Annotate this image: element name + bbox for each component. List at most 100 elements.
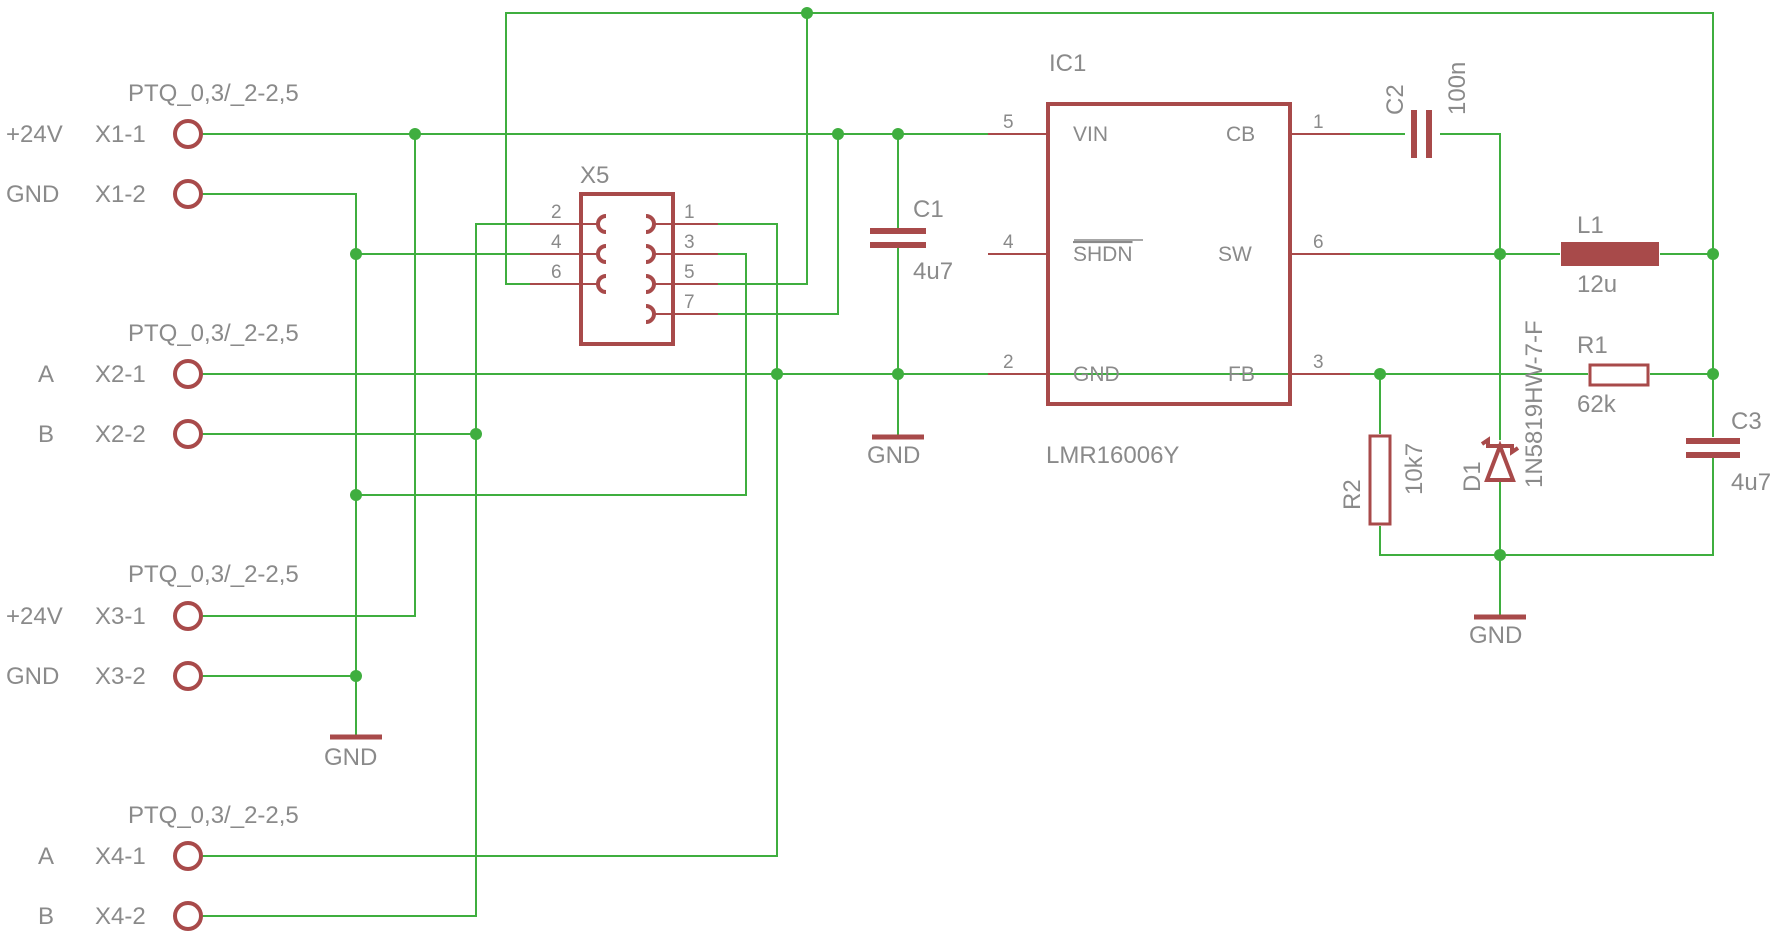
capacitor-c3[interactable]: C3 4u7 <box>1686 408 1771 496</box>
junction-dot <box>832 128 844 140</box>
junction-dot <box>1707 248 1719 260</box>
c2-name: C2 <box>1382 84 1409 115</box>
connector-labels: PTQ_0,3/_2-2,5 +24V X1-1 GND X1-2 PTQ_0,… <box>6 80 299 930</box>
d1-value: 1N5819HW-7-F <box>1521 320 1548 488</box>
resistor-r2[interactable]: R2 10k7 <box>1339 434 1428 526</box>
ic1[interactable]: IC1 5 4 2 1 6 3 VIN SHDN GND CB SW FB LM… <box>988 50 1350 469</box>
wire-c2-sw <box>1440 133 1501 254</box>
x5-pin-number: 3 <box>684 232 695 253</box>
diode-d1[interactable]: D1 1N5819HW-7-F <box>1459 320 1548 492</box>
junction-dot <box>350 670 362 682</box>
ic1-name: IC1 <box>1049 50 1086 77</box>
capacitor-c2[interactable]: C2 100n <box>1382 62 1471 158</box>
x5-body <box>579 192 675 346</box>
wire-gnd-x1 <box>202 193 357 736</box>
ic1-pin-number-gnd: 2 <box>1003 352 1014 373</box>
junction-dot <box>470 428 482 440</box>
ic1-pin-number-shdn: 4 <box>1003 232 1014 253</box>
wire-24v-to-x3 <box>202 134 416 617</box>
x5-pin-number: 7 <box>684 292 695 313</box>
x3-pin1-label: X3-1 <box>95 603 146 630</box>
l1-body <box>1561 242 1659 266</box>
gnd-symbols: GND GND GND <box>324 434 1526 771</box>
junction-dot <box>1494 248 1506 260</box>
x5-header[interactable]: X5 2 4 6 1 3 5 7 <box>530 162 718 346</box>
capacitor-c1[interactable]: C1 4u7 <box>870 196 953 285</box>
d1-triangle <box>1484 440 1516 482</box>
ic1-pin-number-cb: 1 <box>1313 112 1324 133</box>
c1-name: C1 <box>913 196 944 223</box>
ic1-pin-name-fb: FB <box>1228 363 1255 386</box>
gnd-label-c1: GND <box>867 442 920 469</box>
terminal-x3-2[interactable] <box>173 661 203 691</box>
x5-contact-arc <box>596 244 607 264</box>
r1-body <box>1588 363 1650 387</box>
x2-pin1-label: X2-1 <box>95 361 146 388</box>
c1-value: 4u7 <box>913 258 953 285</box>
terminal-x1-2[interactable] <box>173 179 203 209</box>
x1-pin2-label: X1-2 <box>95 181 146 208</box>
terminal-x4-1[interactable] <box>173 841 203 871</box>
ic1-pin-number-sw: 6 <box>1313 232 1324 253</box>
r2-name: R2 <box>1339 479 1366 510</box>
ic1-pin-name-cb: CB <box>1226 123 1255 146</box>
junction-dot <box>1494 549 1506 561</box>
x3-pin2-net: GND <box>6 663 59 690</box>
junction-dot <box>801 7 813 19</box>
ic1-part: LMR16006Y <box>1046 442 1179 469</box>
x5-contact-arc <box>645 214 656 234</box>
x5-pin-number: 1 <box>684 202 695 223</box>
x1-pin1-net: +24V <box>6 121 63 148</box>
x5-contact-arc <box>645 274 656 294</box>
junction-dot <box>1707 368 1719 380</box>
terminal-x2-1[interactable] <box>173 359 203 389</box>
x4-footprint: PTQ_0,3/_2-2,5 <box>128 802 299 829</box>
terminal-x4-2[interactable] <box>173 901 203 931</box>
l1-name: L1 <box>1577 212 1604 239</box>
connector-terminals <box>173 119 203 931</box>
x1-pin1-label: X1-1 <box>95 121 146 148</box>
x2-footprint: PTQ_0,3/_2-2,5 <box>128 320 299 347</box>
x5-name: X5 <box>580 162 609 189</box>
junction-dot <box>892 368 904 380</box>
ic1-pin-name-sw: SW <box>1218 243 1252 266</box>
junction-dot <box>892 128 904 140</box>
x1-pin2-net: GND <box>6 181 59 208</box>
x5-pin-number: 4 <box>551 232 562 253</box>
x5-contact-arc <box>596 274 607 294</box>
x2-pin2-net: B <box>38 421 54 448</box>
ic1-pin-name-shdn: SHDN <box>1073 243 1133 266</box>
x3-pin2-label: X3-2 <box>95 663 146 690</box>
r2-value: 10k7 <box>1401 443 1428 495</box>
junction-dot <box>771 368 783 380</box>
resistor-r1[interactable]: R1 62k <box>1577 332 1650 418</box>
x2-pin1-net: A <box>38 361 54 388</box>
junction-dot <box>350 489 362 501</box>
c3-value: 4u7 <box>1731 469 1771 496</box>
wire-c3-bottom <box>1379 458 1714 556</box>
wire-24v-to-x5-7 <box>698 134 839 315</box>
inductor-l1[interactable]: L1 12u <box>1561 212 1659 298</box>
wire-vout-to-x5-5 <box>698 13 808 285</box>
x5-contact-arc <box>645 244 656 264</box>
d1-cathode-bar <box>1480 436 1520 456</box>
ic1-pin-number-vin: 5 <box>1003 112 1014 133</box>
r1-value: 62k <box>1577 391 1617 418</box>
r2-body <box>1368 434 1392 526</box>
x4-pin2-net: B <box>38 903 54 930</box>
terminal-x3-1[interactable] <box>173 601 203 631</box>
x4-pin1-net: A <box>38 843 54 870</box>
wire-b-x5-2 <box>202 223 578 917</box>
junction-dot <box>350 248 362 260</box>
terminal-x2-2[interactable] <box>173 419 203 449</box>
x5-pin-number: 5 <box>684 262 695 283</box>
x5-contact-arc <box>645 304 656 324</box>
terminal-x1-1[interactable] <box>173 119 203 149</box>
wire-a-x5-1 <box>202 223 778 857</box>
x1-footprint: PTQ_0,3/_2-2,5 <box>128 80 299 107</box>
x5-pin-number: 2 <box>551 202 562 223</box>
d1-name: D1 <box>1459 461 1486 492</box>
l1-value: 12u <box>1577 271 1617 298</box>
x2-pin2-label: X2-2 <box>95 421 146 448</box>
